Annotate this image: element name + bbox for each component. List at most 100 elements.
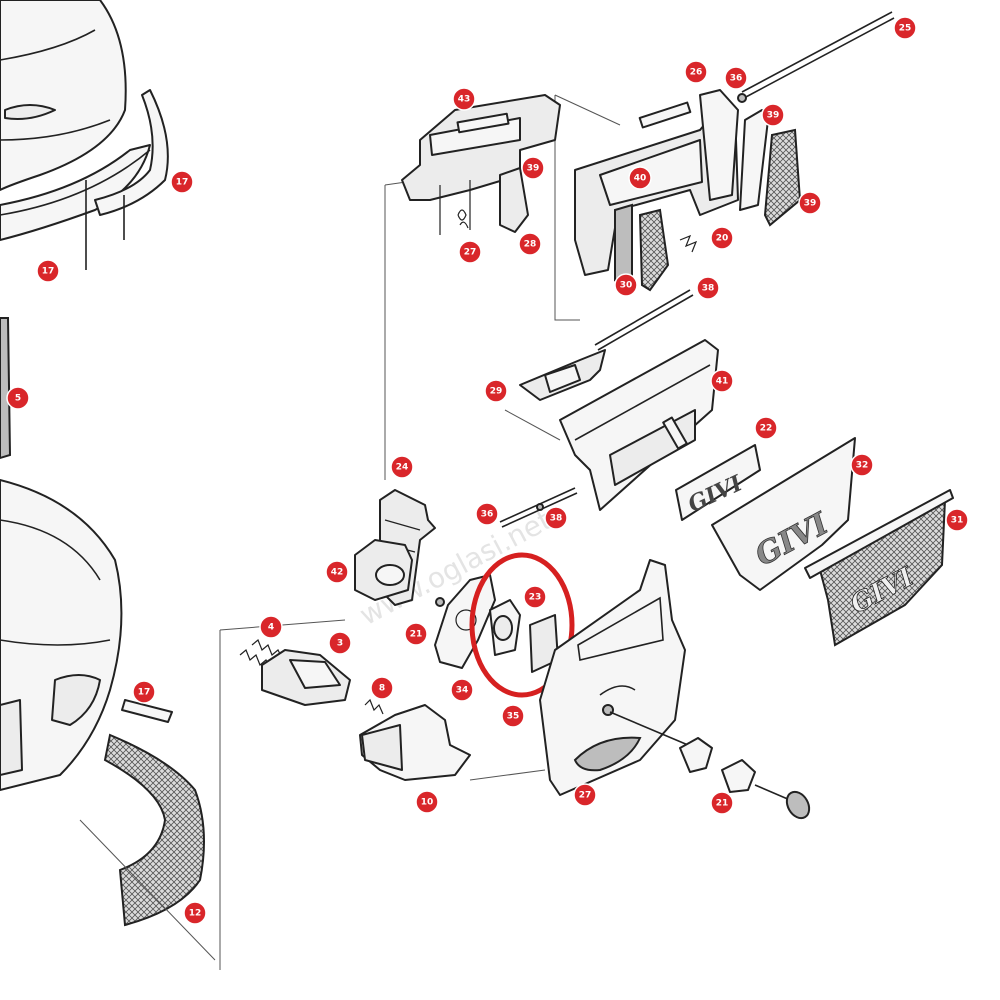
callout-17: 17 (36, 259, 60, 283)
callout-circle (544, 506, 568, 530)
callout-label: 4 (268, 623, 274, 633)
callout-circle (710, 369, 734, 393)
callout-24: 24 (390, 455, 414, 479)
callout-label: 31 (951, 516, 964, 526)
callout-label: 29 (490, 387, 503, 397)
callout-label: 24 (396, 463, 409, 473)
callout-label: 12 (189, 909, 202, 919)
callout-label: 39 (527, 164, 540, 174)
callout-label: 22 (760, 424, 773, 434)
callout-17: 17 (132, 680, 156, 704)
callout-28: 28 (518, 232, 542, 256)
callout-38: 38 (696, 276, 720, 300)
callout-label: 27 (464, 248, 477, 258)
lock-rod-38 (594, 289, 694, 351)
callout-label: 17 (176, 178, 189, 188)
callout-circle (170, 170, 194, 194)
latch-bracket-29 (519, 349, 606, 401)
callout-label: 17 (42, 267, 55, 277)
callout-circle (475, 502, 499, 526)
callout-21: 21 (404, 622, 428, 646)
callout-30: 30 (614, 273, 638, 297)
callout-label: 3 (337, 639, 343, 649)
callout-41: 41 (710, 369, 734, 393)
callout-12: 12 (183, 901, 207, 925)
callout-circle (521, 156, 545, 180)
callout-label: 17 (138, 688, 151, 698)
callout-34: 34 (450, 678, 474, 702)
callout-circle (710, 226, 734, 250)
callout-label: 36 (481, 510, 494, 520)
callout-10: 10 (415, 790, 439, 814)
springs-4 (239, 639, 283, 669)
callout-circle (893, 16, 917, 40)
callout-circle (710, 791, 734, 815)
callout-23: 23 (523, 585, 547, 609)
small-washer (435, 597, 445, 607)
callout-label: 20 (716, 234, 729, 244)
callout-label: 21 (410, 630, 423, 640)
callout-circle (132, 680, 156, 704)
reflector-mesh-lower (103, 699, 205, 927)
callout-label: 26 (690, 68, 703, 78)
callout-25: 25 (893, 16, 917, 40)
callout-40: 40 (628, 166, 652, 190)
highlighted-part-23 (489, 599, 559, 673)
callout-3: 3 (328, 631, 352, 655)
callout-35: 35 (501, 704, 525, 728)
callout-label: 36 (730, 74, 743, 84)
callout-label: 35 (507, 712, 520, 722)
callout-39: 39 (761, 103, 785, 127)
callout-26: 26 (684, 60, 708, 84)
callout-27: 27 (573, 783, 597, 807)
clip-36-upper (737, 93, 747, 103)
callout-43: 43 (452, 87, 476, 111)
callout-circle (614, 273, 638, 297)
callout-circle (328, 631, 352, 655)
callout-label: 28 (524, 240, 537, 250)
latch-slider-3 (261, 649, 351, 706)
callout-circle (501, 704, 525, 728)
lock-barrel (679, 737, 756, 793)
callout-label: 23 (529, 593, 542, 603)
callout-label: 30 (620, 281, 633, 291)
callout-circle (458, 240, 482, 264)
cover-plate-39 (739, 109, 769, 211)
callout-circle (390, 455, 414, 479)
spring-20 (679, 234, 698, 253)
callout-5: 5 (6, 386, 30, 410)
lock-rod-upper (741, 11, 895, 99)
latch-button-10 (359, 704, 471, 781)
callout-circle (452, 87, 476, 111)
callout-label: 43 (458, 95, 471, 105)
reflector-strip-upper (94, 89, 169, 216)
callout-label: 39 (767, 111, 780, 121)
callout-17: 17 (170, 170, 194, 194)
callout-label: 5 (15, 394, 21, 404)
lock-cam-21 (434, 574, 496, 669)
callout-label: 42 (331, 568, 344, 578)
callout-label: 32 (856, 461, 869, 471)
callout-label: 40 (634, 174, 647, 184)
callout-circle (183, 901, 207, 925)
mesh-cover-39-right (763, 128, 802, 227)
callout-circle (696, 276, 720, 300)
callout-circle (761, 103, 785, 127)
callout-label: 38 (702, 284, 715, 294)
callout-label: 25 (899, 24, 912, 34)
callout-32: 32 (850, 453, 874, 477)
lock-panel-upper (574, 89, 739, 282)
callout-label: 41 (716, 377, 729, 387)
callout-circle (628, 166, 652, 190)
callout-circle (945, 508, 969, 532)
handle-assembly (401, 94, 561, 235)
assembly-lines-left (79, 94, 621, 970)
callout-31: 31 (945, 508, 969, 532)
callout-circle (404, 622, 428, 646)
callout-label: 39 (804, 199, 817, 209)
latch-housing-42 (354, 539, 413, 601)
callout-label: 10 (421, 798, 434, 808)
callout-label: 27 (579, 791, 592, 801)
